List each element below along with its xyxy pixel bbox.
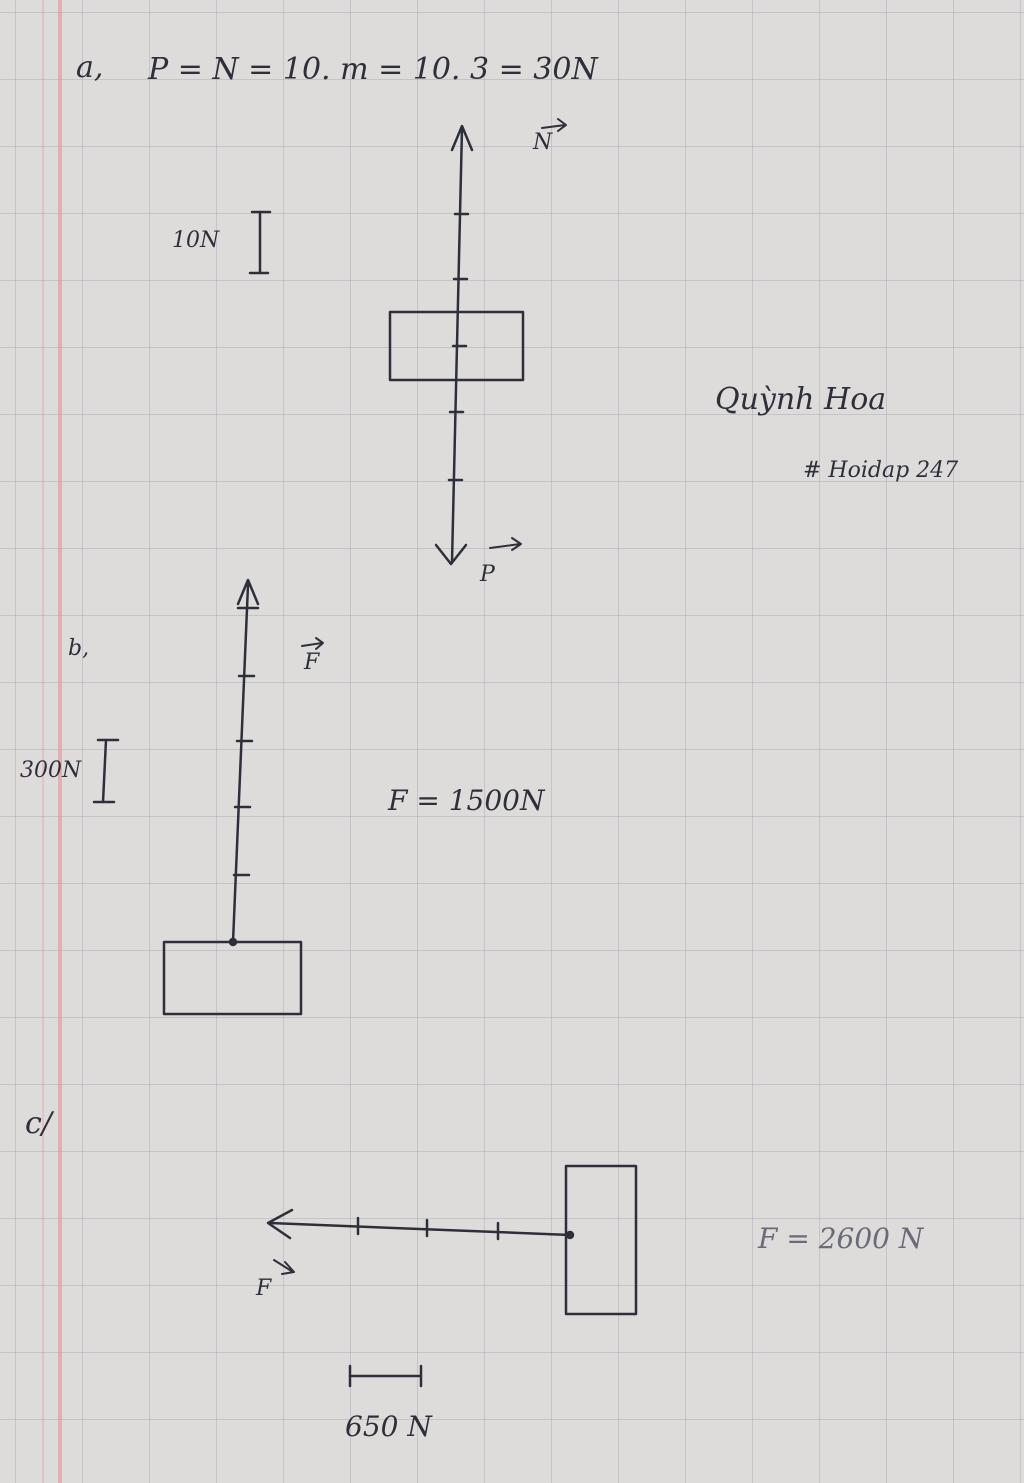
part-c-vector-arrow	[273, 1259, 295, 1275]
margin-line	[58, 0, 62, 1483]
part-a-scale-label: 10N	[172, 228, 220, 253]
part-a-vector-N-arrow	[541, 118, 567, 132]
part-a-block	[388, 310, 525, 382]
margin-line-secondary	[42, 0, 44, 1483]
part-a-vector-P-label: P	[480, 562, 495, 587]
signature-tag: # Hoidap 247	[803, 458, 959, 483]
signature-name: Quỳnh Hoa	[715, 382, 887, 417]
part-c-scale-bar	[348, 1364, 423, 1388]
part-c-label: c/	[25, 1106, 52, 1141]
part-a-vector-N	[450, 124, 474, 564]
part-b-force-text: F = 1500N	[388, 784, 545, 817]
part-a-vector-P-arrow	[489, 537, 522, 551]
part-c-vector-F	[266, 1208, 575, 1241]
part-c-scale-label: 650 N	[345, 1410, 432, 1443]
part-b-vector-label: F	[304, 650, 320, 675]
part-a-vector-N-label: N	[533, 130, 553, 155]
part-b-vector-F	[228, 578, 260, 947]
part-a-vector-P	[434, 410, 468, 566]
part-c-block	[564, 1164, 638, 1316]
part-c-vector-label: F	[256, 1276, 272, 1301]
part-c-force-text: F = 2600 N	[758, 1222, 924, 1255]
part-b-block	[162, 940, 303, 1016]
part-a-label: a,	[76, 50, 104, 85]
part-a-scale-bar	[248, 210, 272, 275]
part-b-label: b,	[68, 636, 90, 661]
part-b-scale-bar	[92, 738, 120, 804]
part-b-vector-arrow	[301, 637, 324, 650]
part-a-equation: P = N = 10. m = 10. 3 = 30N	[148, 52, 598, 87]
part-b-scale-label: 300N	[20, 758, 82, 783]
